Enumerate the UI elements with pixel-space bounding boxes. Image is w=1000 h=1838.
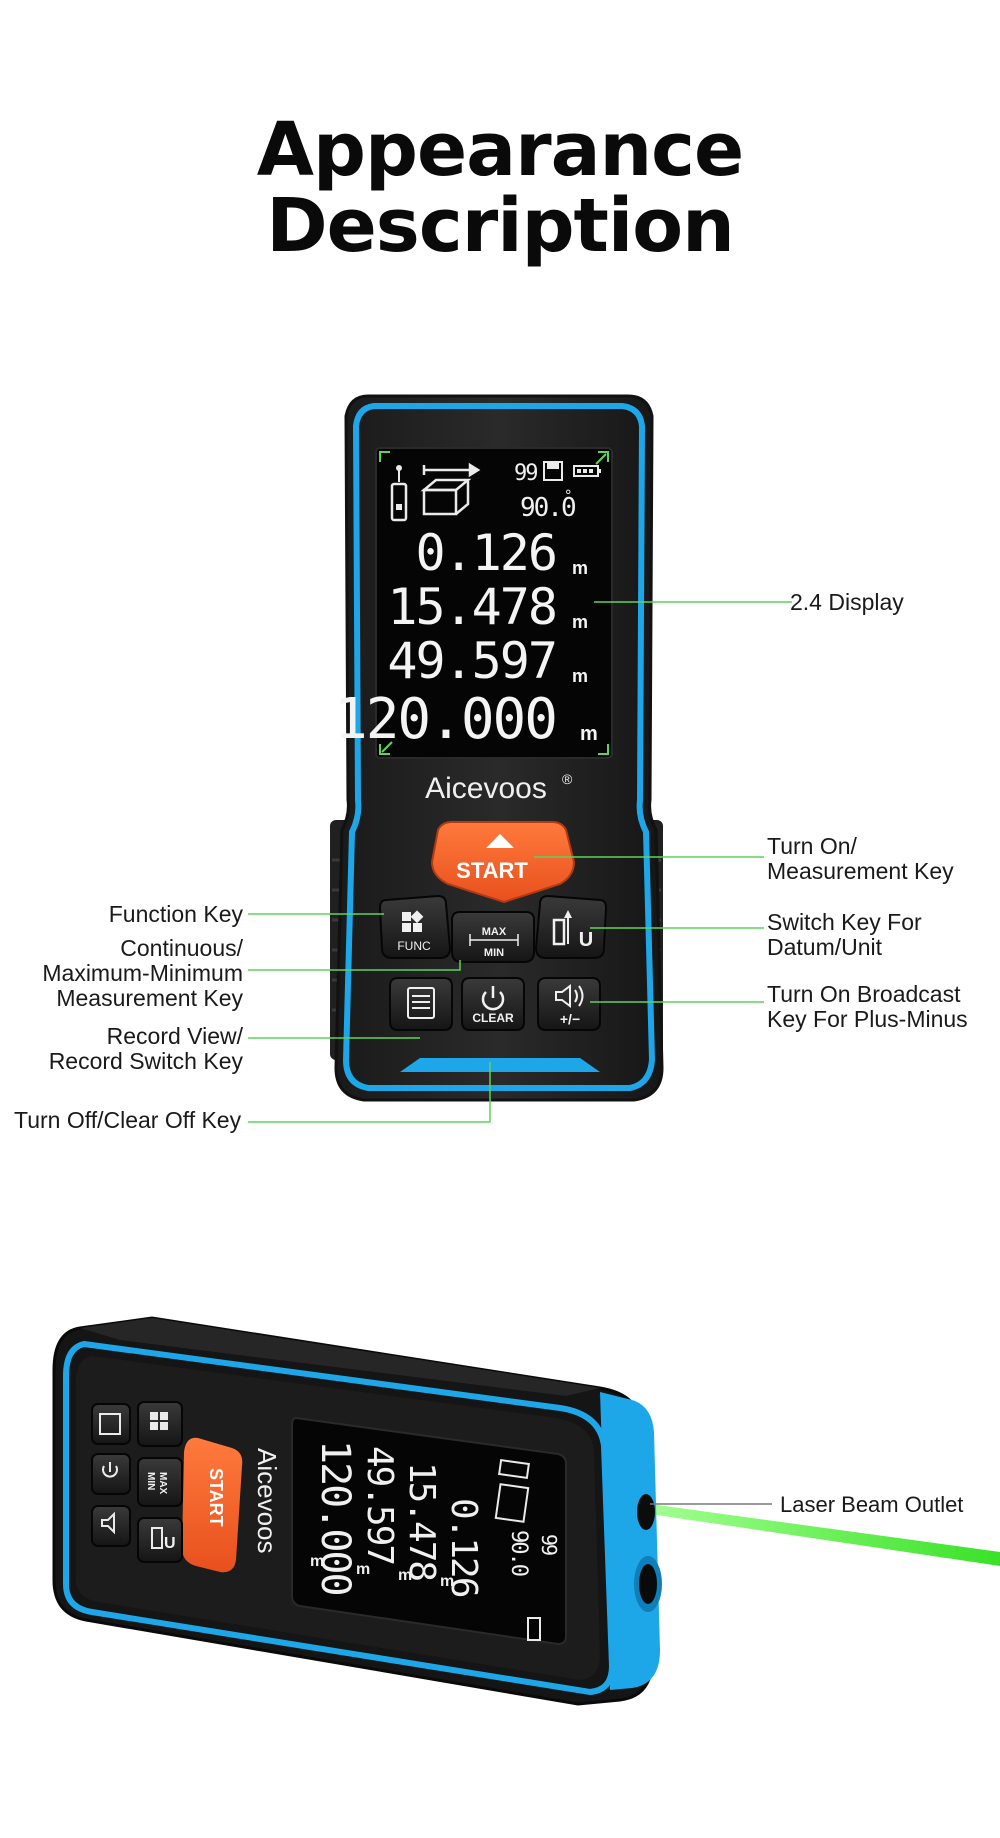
laser-beam — [650, 1504, 1000, 1566]
start-label: START — [456, 858, 528, 883]
unit-key-label: U — [579, 929, 593, 951]
reading-4: 120.000 — [334, 687, 556, 752]
side-start-button[interactable] — [182, 1437, 243, 1573]
side-record-button[interactable] — [91, 1403, 131, 1445]
side-reading-2: 15.478 — [401, 1462, 442, 1580]
side-unit-4: m — [310, 1553, 324, 1570]
unit-button[interactable]: U — [534, 894, 608, 959]
heading-line-2: Description — [266, 183, 735, 269]
plus-minus-label: +/− — [560, 1011, 580, 1027]
side-reading-4: 120.000 — [312, 1440, 358, 1595]
side-clear-button[interactable] — [91, 1453, 131, 1495]
side-max-label: MAX — [157, 1472, 168, 1495]
reading-2: 15.478 — [387, 578, 556, 636]
front-callout-leaders — [248, 601, 792, 1123]
callout-continuous: Continuous/ Maximum-Minimum Measurement … — [42, 935, 243, 1011]
laser-pointer-icon — [390, 465, 408, 522]
front-bottom-bar — [400, 1058, 600, 1072]
callout-turn-on: Turn On/ Measurement Key — [767, 833, 954, 884]
callout-laser: Laser Beam Outlet — [780, 1492, 964, 1517]
reading-1: 0.126 — [415, 524, 556, 582]
heading-line-1: Appearance — [256, 107, 745, 193]
callout-turn-off: Turn Off/Clear Off Key — [14, 1107, 242, 1133]
clear-button[interactable]: CLEAR — [461, 977, 525, 1031]
func-label: FUNC — [397, 939, 431, 953]
max-label: MAX — [482, 926, 507, 938]
side-max-min-button[interactable] — [137, 1457, 183, 1507]
callout-function-key: Function Key — [108, 901, 243, 927]
angle-unit: ° — [564, 488, 571, 504]
side-broadcast-button[interactable] — [91, 1505, 131, 1547]
side-unit-key-label: U — [164, 1535, 176, 1552]
side-min-label: MIN — [145, 1472, 156, 1490]
unit-2: m — [572, 612, 588, 632]
side-reading-1: 0.126 — [443, 1498, 484, 1597]
start-button[interactable]: START — [430, 821, 576, 904]
clear-label: CLEAR — [472, 1011, 514, 1025]
datum-icon — [552, 918, 566, 946]
side-unit-1: m — [440, 1573, 454, 1590]
callout-display: 2.4 Display — [790, 589, 904, 615]
unit-4: m — [580, 723, 598, 745]
memory-count: 99 — [514, 461, 537, 486]
side-brand-name: Aicevoos — [252, 1448, 282, 1554]
battery-icon — [573, 465, 601, 477]
side-angle-reading: 90.0 — [506, 1530, 531, 1576]
side-unit-2: m — [398, 1567, 412, 1584]
angle-reading: 90.0 — [520, 493, 575, 523]
unit-3: m — [572, 666, 588, 686]
side-unit-button[interactable] — [137, 1517, 183, 1563]
side-reading-3: 49.597 — [359, 1446, 400, 1564]
grid-icon — [402, 910, 424, 932]
box-volume-icon — [420, 478, 472, 516]
record-button[interactable] — [389, 977, 453, 1031]
min-label: MIN — [484, 947, 504, 959]
broadcast-plus-minus-button[interactable]: +/− — [537, 977, 601, 1031]
front-brand-mark: ® — [562, 771, 573, 787]
reading-3: 49.597 — [387, 632, 556, 690]
side-device-illustration: 120.000 49.597 15.478 0.126 90.0 99 m m … — [52, 1316, 1000, 1706]
callout-broadcast: Turn On Broadcast Key For Plus-Minus — [767, 981, 968, 1032]
front-screen — [375, 447, 613, 759]
side-start-label: START — [206, 1468, 226, 1527]
screen-corner-markers — [379, 451, 609, 755]
front-brand-name: Aicevoos — [425, 772, 547, 805]
unit-1: m — [572, 558, 588, 578]
side-unit-3: m — [356, 1561, 370, 1578]
side-memory-count: 99 — [537, 1534, 561, 1555]
save-icon — [543, 461, 563, 481]
func-button[interactable]: FUNC — [378, 894, 452, 959]
callout-switch-key: Switch Key For Datum/Unit — [767, 909, 922, 960]
speaker-icon — [555, 984, 584, 1008]
front-blue-trim — [342, 403, 656, 1091]
record-icon — [407, 987, 435, 1019]
callout-record: Record View/ Record Switch Key — [48, 1023, 243, 1074]
power-icon — [481, 986, 505, 1011]
distance-arrow-icon — [422, 462, 481, 478]
max-min-button[interactable]: MAX MIN — [451, 911, 535, 963]
